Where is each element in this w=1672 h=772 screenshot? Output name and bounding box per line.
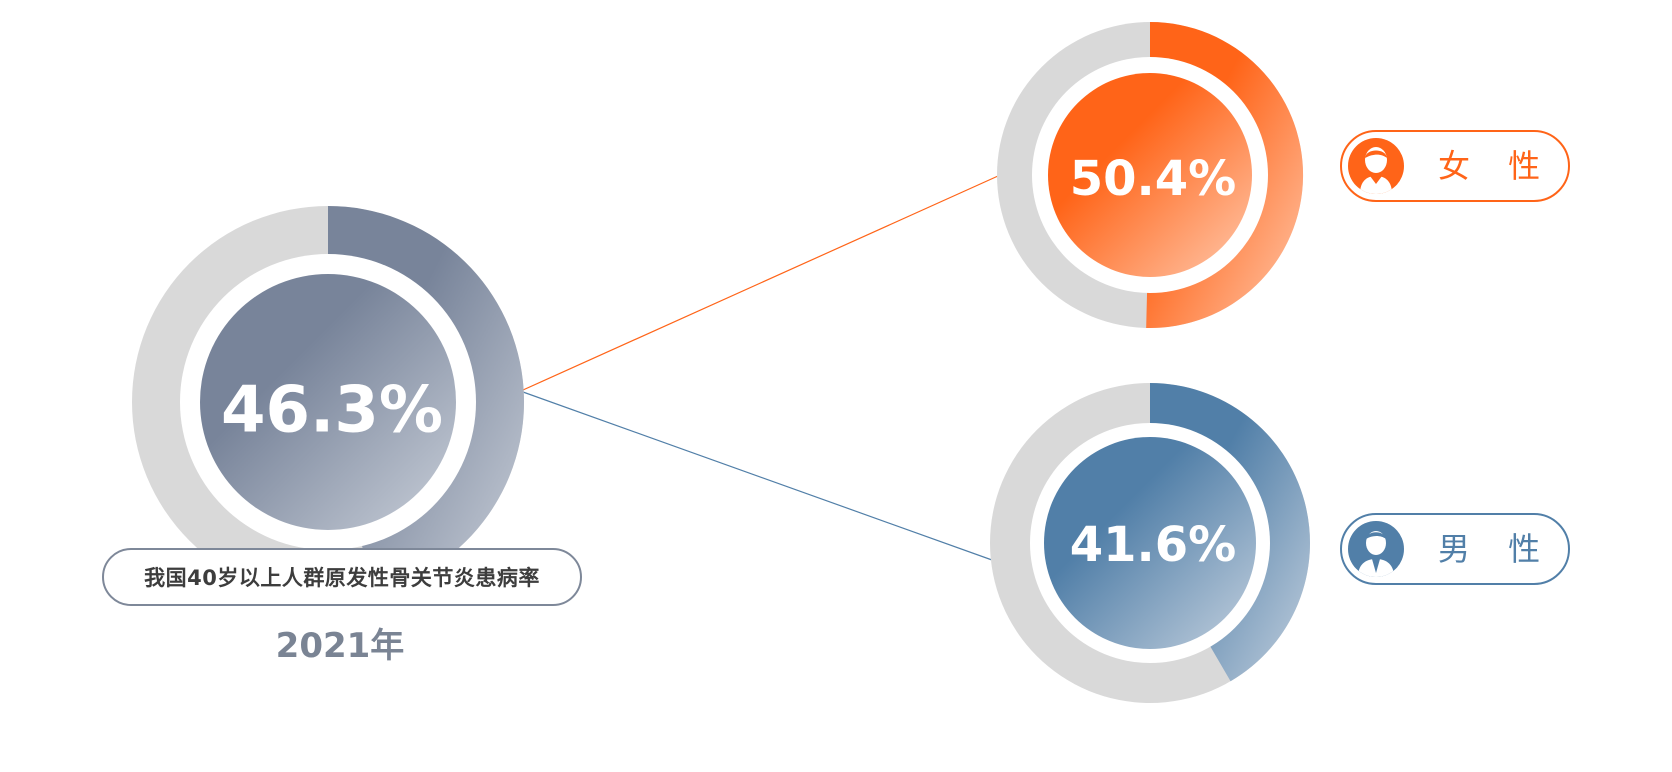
chart-caption: 我国40岁以上人群原发性骨关节炎患病率 bbox=[144, 566, 540, 590]
donut-male: 41.6% bbox=[990, 383, 1311, 703]
legend-male: 男 性 bbox=[1340, 513, 1570, 585]
core-overall bbox=[200, 274, 456, 530]
male-user-icon bbox=[1348, 521, 1404, 577]
year-label: 2021年 bbox=[275, 626, 405, 666]
female-user-icon bbox=[1348, 138, 1404, 194]
legend-label-male: 男 性 bbox=[1438, 530, 1555, 568]
core-male bbox=[1044, 437, 1256, 649]
value-label-female: 50.4% bbox=[1070, 151, 1237, 207]
value-label-male: 41.6% bbox=[1070, 517, 1237, 573]
legend-female: 女 性 bbox=[1340, 130, 1570, 202]
donut-overall: 46.3% bbox=[132, 206, 525, 598]
caption-pill: 我国40岁以上人群原发性骨关节炎患病率 bbox=[102, 548, 582, 606]
core-female bbox=[1048, 73, 1252, 277]
connector-male bbox=[522, 391, 993, 561]
legend-label-female: 女 性 bbox=[1438, 147, 1555, 185]
donut-female: 50.4% bbox=[997, 21, 1304, 329]
connector-female bbox=[522, 175, 999, 391]
value-label-overall: 46.3% bbox=[221, 374, 443, 448]
